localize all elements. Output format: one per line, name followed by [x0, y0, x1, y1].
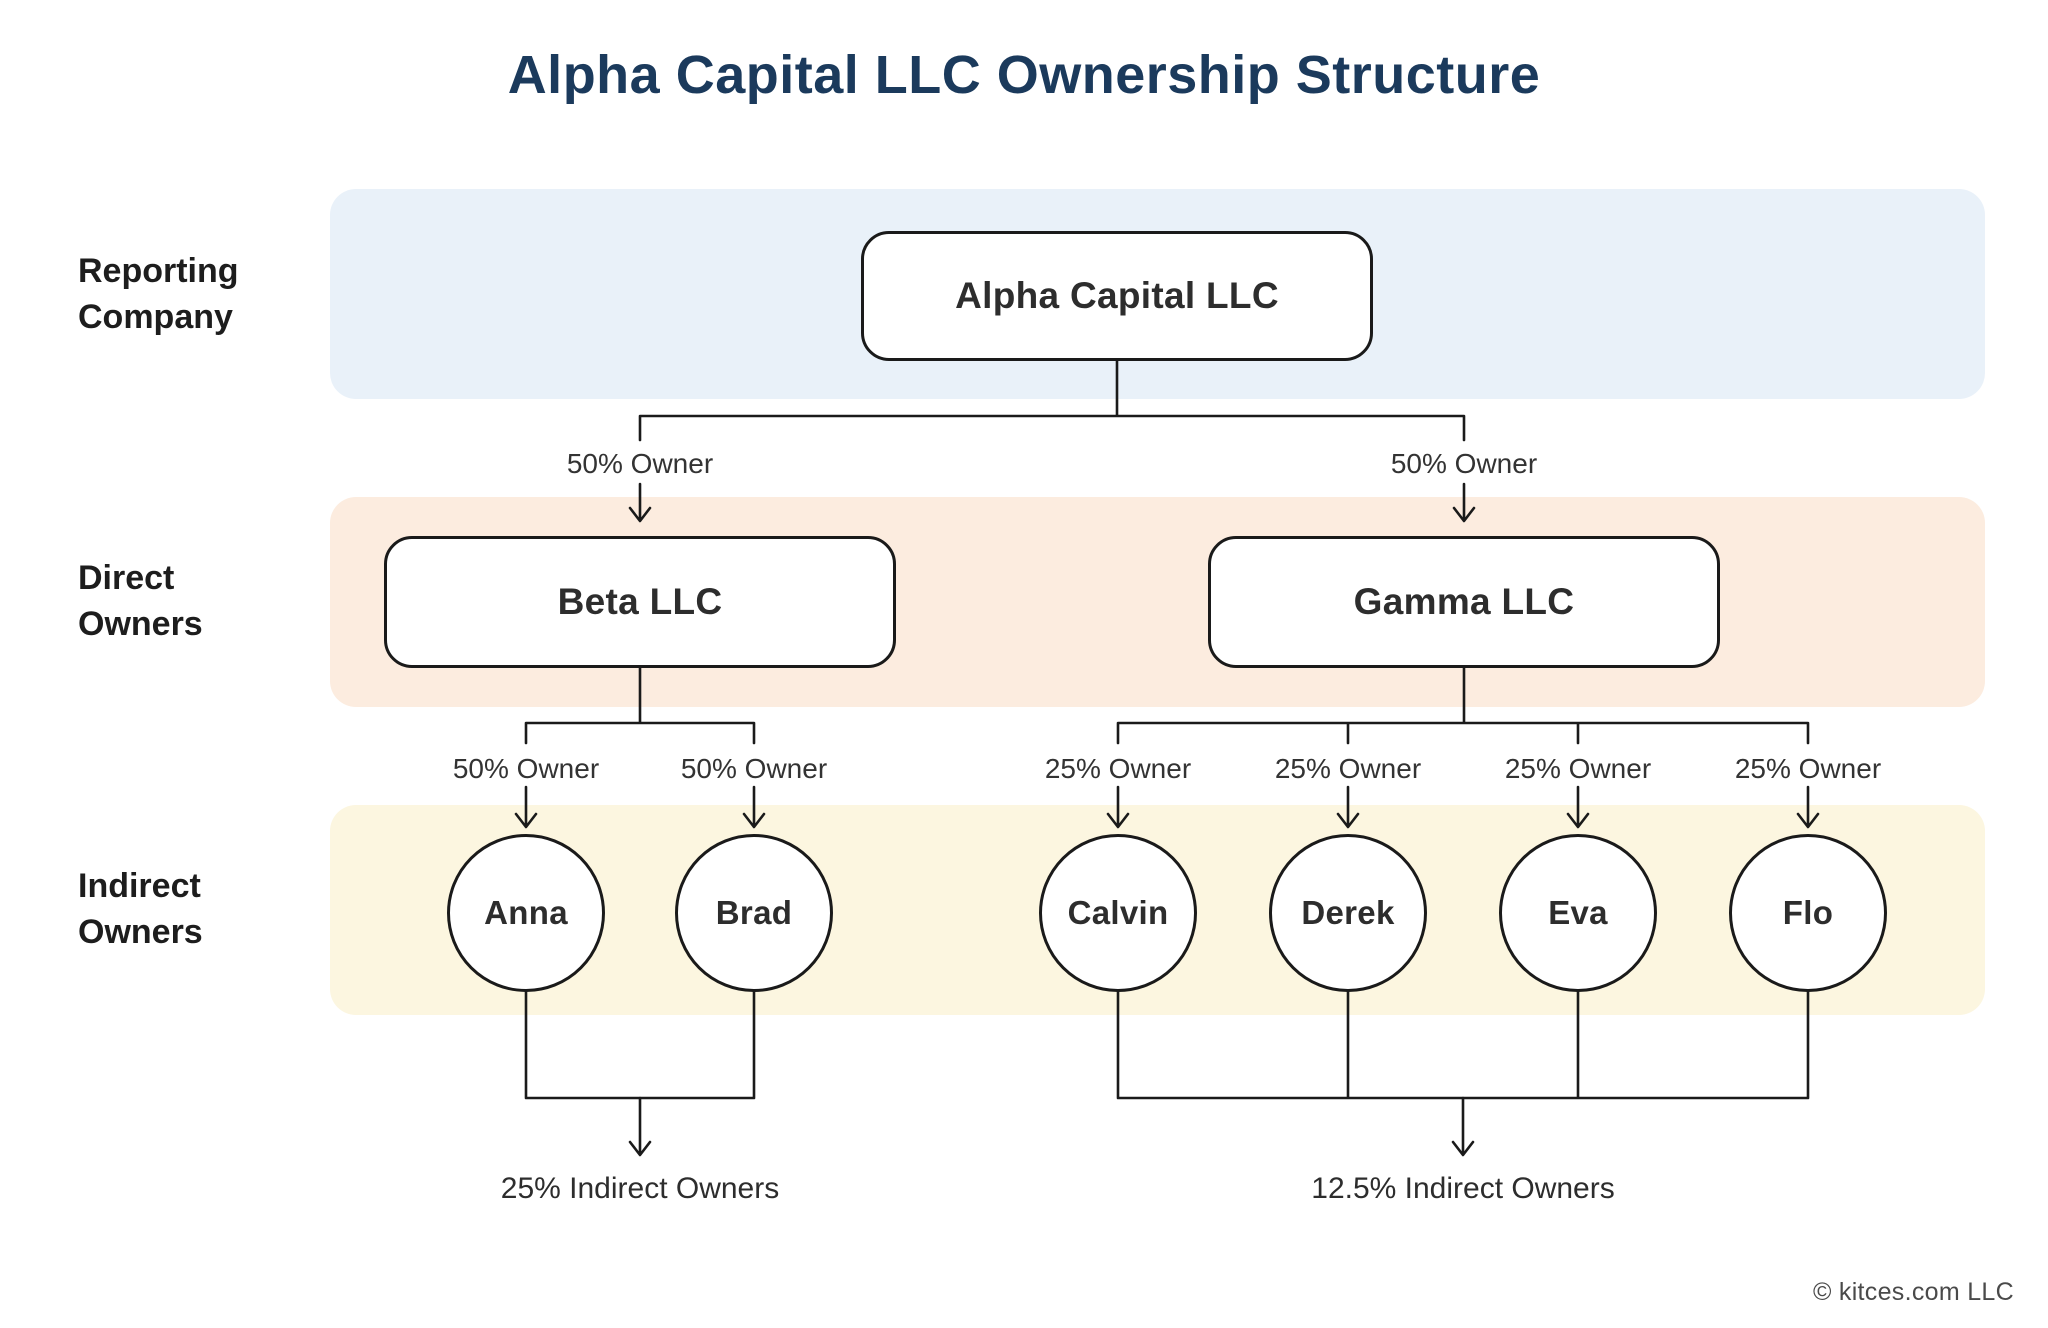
entity-box-gamma-llc: Gamma LLC [1208, 536, 1720, 668]
row-label-reporting-company: Reporting Company [78, 248, 318, 340]
page-title: Alpha Capital LLC Ownership Structure [507, 45, 1541, 105]
summary-label-beta-group: 25% Indirect Owners [500, 1172, 780, 1205]
summary-label-gamma-group: 12.5% Indirect Owners [1311, 1172, 1615, 1205]
ownership-label-calvin: 25% Owner [1044, 753, 1192, 784]
entity-name: Gamma LLC [1353, 581, 1575, 622]
entity-box-beta-llc: Beta LLC [384, 536, 896, 668]
row-label-direct-owners: Direct Owners [78, 555, 318, 647]
row-label-line: Indirect [78, 867, 201, 905]
ownership-label-beta: 50% Owner [566, 448, 714, 479]
person-name: Calvin [1067, 894, 1169, 931]
ownership-label-gamma: 50% Owner [1390, 448, 1538, 479]
bottom-left-arrow [628, 1096, 652, 1157]
person-name: Anna [484, 894, 568, 931]
person-circle-flo: Flo [1729, 834, 1887, 992]
row-label-line: Company [78, 298, 233, 336]
row-label-indirect-owners: Indirect Owners [78, 863, 318, 955]
ownership-label-anna: 50% Owner [452, 753, 600, 784]
person-name: Brad [715, 894, 793, 931]
entity-name: Beta LLC [557, 581, 723, 622]
entity-name: Alpha Capital LLC [955, 275, 1279, 316]
bottom-right-arrow [1451, 1096, 1475, 1157]
row-label-line: Direct [78, 559, 175, 597]
ownership-label-brad: 50% Owner [680, 753, 828, 784]
ownership-label-eva: 25% Owner [1504, 753, 1652, 784]
person-circle-anna: Anna [447, 834, 605, 992]
person-circle-derek: Derek [1269, 834, 1427, 992]
person-circle-brad: Brad [675, 834, 833, 992]
row-label-line: Reporting [78, 252, 239, 290]
row-label-line: Owners [78, 605, 203, 643]
person-name: Derek [1301, 894, 1395, 931]
ownership-label-flo: 25% Owner [1734, 753, 1882, 784]
person-circle-eva: Eva [1499, 834, 1657, 992]
entity-box-alpha-capital: Alpha Capital LLC [861, 231, 1373, 361]
person-name: Eva [1548, 894, 1608, 931]
copyright-notice: © kitces.com LLC [1812, 1278, 2014, 1306]
person-name: Flo [1782, 894, 1834, 931]
row-label-line: Owners [78, 913, 203, 951]
ownership-label-derek: 25% Owner [1274, 753, 1422, 784]
person-circle-calvin: Calvin [1039, 834, 1197, 992]
